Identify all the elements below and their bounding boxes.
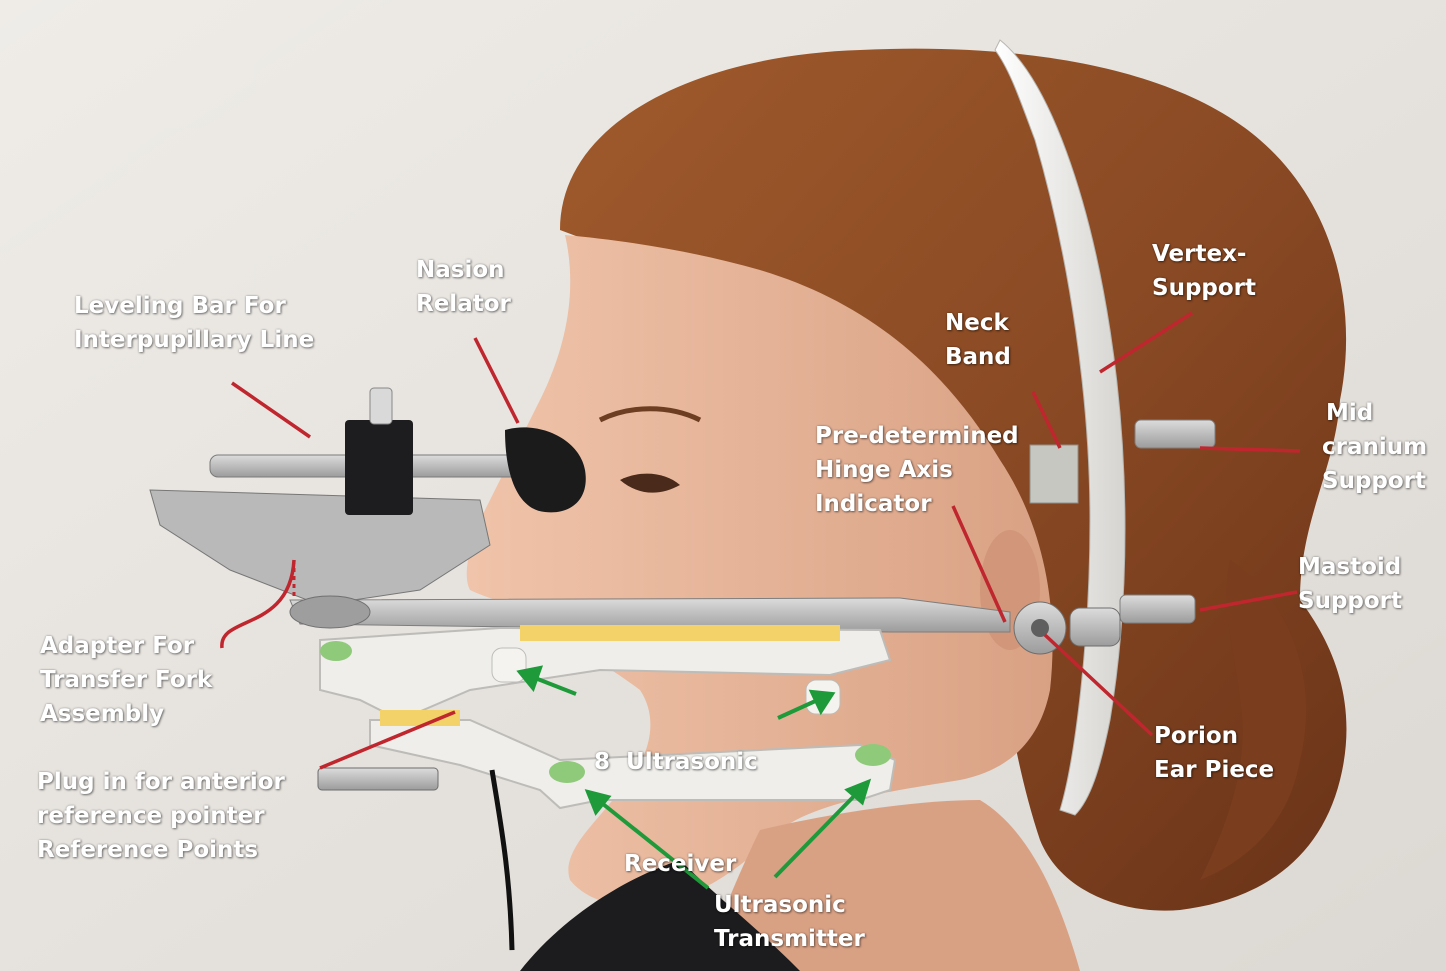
receiver-post [491,647,527,683]
cable [489,769,515,951]
ponytail [1200,560,1307,880]
label-vertex-support: Vertex- Support [1152,241,1257,301]
leveling-bar-block [345,420,413,515]
eye [620,473,680,493]
sensor-pad [549,761,585,783]
label-ultrasonic-receiver: 8 Ultrasonic Receiver [594,749,758,877]
label-mid-cranium-support: Mid cranium Support [1322,400,1428,494]
label-adapter-transfer-fork: Adapter For Transfer Fork Assembly [40,633,213,727]
label-hinge-axis-indicator: Pre-determined Hinge Axis Indicator [815,423,1019,517]
mastoid-rod [1119,594,1196,624]
sensor-pad [320,641,352,661]
label-leveling-bar: Leveling Bar For Interpupillary Line [74,293,315,353]
pointer-arrows-green [516,665,872,890]
label-mastoid-support: Mastoid Support [1298,554,1403,614]
face-bow-bar [289,597,1011,633]
sensor-pad [855,744,891,766]
neck-band-clip [1029,444,1079,504]
label-ultrasonic-transmitter: Ultrasonic Transmitter [714,892,865,952]
label-anterior-reference-plug: Plug in for anterior reference pointer R… [37,769,285,863]
label-nasion-relator: Nasion Relator [416,257,511,317]
mid-cranium-rod [1134,419,1216,449]
label-neck-band: Neck Band [945,310,1011,370]
pointer-lines-red [220,311,1301,770]
anterior-plug-rod [317,767,439,791]
label-porion-ear-piece: Porion Ear Piece [1154,723,1275,783]
shirt [520,860,800,971]
front-plate [149,489,491,606]
eyebrow [598,406,702,423]
face [466,235,1053,907]
neck [700,800,1080,971]
nasion-relator [505,427,586,513]
